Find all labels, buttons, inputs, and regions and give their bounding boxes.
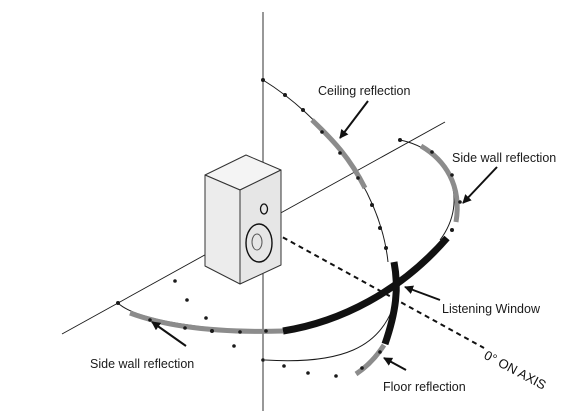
on-axis-label: 0° ON AXIS bbox=[482, 347, 549, 392]
ceiling-reflection-label: Ceiling reflection bbox=[318, 84, 410, 98]
arc-dot bbox=[210, 329, 214, 333]
on-axis-line bbox=[274, 232, 485, 349]
arc-dot bbox=[261, 78, 265, 82]
arc-dot bbox=[398, 138, 402, 142]
listening-window-vertical bbox=[381, 261, 400, 346]
arc-dot bbox=[458, 200, 462, 204]
listening-window-horizontal bbox=[282, 235, 450, 335]
ceiling-arrow bbox=[339, 100, 369, 139]
arc-dot bbox=[334, 374, 338, 378]
arc-dot bbox=[116, 301, 120, 305]
reflection-bands bbox=[129, 118, 460, 377]
listening-window bbox=[282, 235, 450, 346]
arc-dot bbox=[378, 226, 382, 230]
arc-dot bbox=[320, 130, 324, 134]
arc-dot bbox=[185, 298, 189, 302]
arc-dot bbox=[301, 108, 305, 112]
arc-dot bbox=[282, 364, 286, 368]
side-wall-right-reflection-band bbox=[419, 143, 460, 223]
arc-dot bbox=[183, 326, 187, 330]
side-wall-right-arc-line bbox=[399, 139, 455, 241]
arc-dot bbox=[283, 93, 287, 97]
side-wall-left-reflection-label: Side wall reflection bbox=[90, 357, 194, 371]
arc-dot bbox=[360, 366, 364, 370]
loudspeaker bbox=[204, 154, 282, 285]
side-wall-right-reflection-label: Side wall reflection bbox=[452, 151, 556, 165]
arc-dot bbox=[356, 176, 360, 180]
woofer-cone bbox=[251, 233, 263, 251]
guide-arcs bbox=[117, 79, 455, 362]
speaker-front bbox=[239, 169, 282, 285]
arc-dot bbox=[384, 246, 388, 250]
floor-arc-line bbox=[264, 309, 393, 362]
arc-dot bbox=[148, 318, 152, 322]
arc-dot bbox=[204, 316, 208, 320]
arc-dot bbox=[238, 330, 242, 334]
woofer bbox=[245, 223, 273, 263]
arc-dot bbox=[370, 203, 374, 207]
arc-dot bbox=[430, 150, 434, 154]
arc-dot bbox=[450, 173, 454, 177]
arc-dot bbox=[306, 371, 310, 375]
arc-dot bbox=[173, 279, 177, 283]
side-wall-left-reflection-band bbox=[129, 310, 284, 334]
arc-dot bbox=[232, 344, 236, 348]
floor-arrow bbox=[383, 357, 407, 371]
arc-dot bbox=[264, 329, 268, 333]
tweeter bbox=[259, 203, 269, 215]
floor-reflection-label: Floor reflection bbox=[383, 380, 466, 394]
floor-reflection-band bbox=[354, 343, 387, 377]
arc-dot bbox=[261, 358, 265, 362]
side-wall-right-arrow bbox=[462, 166, 498, 204]
arc-dot bbox=[378, 350, 382, 354]
callout-arrows bbox=[151, 100, 498, 371]
arc-dot bbox=[450, 228, 454, 232]
side-wall-left-arrow bbox=[151, 321, 187, 347]
listening-window-arrow bbox=[404, 285, 441, 301]
speaker-side bbox=[204, 174, 241, 285]
ceiling-reflection-band bbox=[310, 118, 368, 190]
listening-window-label: Listening Window bbox=[442, 302, 541, 316]
arc-dot bbox=[338, 151, 342, 155]
ceiling-arc-line bbox=[262, 79, 389, 263]
arc-dots bbox=[116, 78, 462, 378]
